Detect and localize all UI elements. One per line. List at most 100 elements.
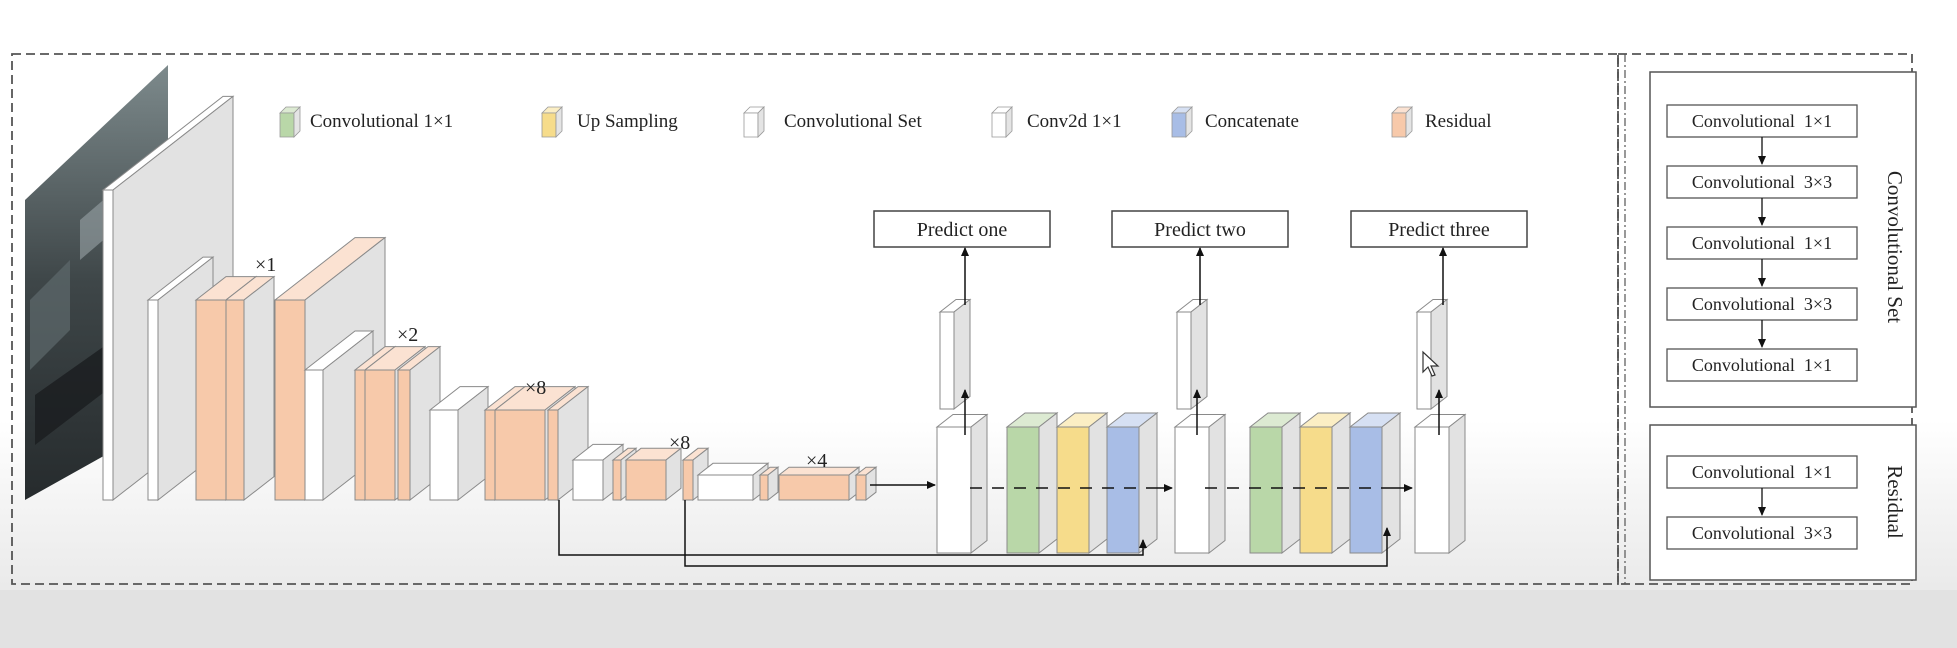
head1-conv1x1-front [1006, 426, 1040, 554]
predict-one-box [873, 210, 1051, 248]
residual-block-x4-a-side [767, 466, 779, 502]
residual-block-x8b-a-front [612, 459, 622, 501]
residual-block-x2-a-front [354, 369, 366, 501]
backbone-conv-5 [696, 462, 770, 502]
predict-two-box [1111, 210, 1289, 248]
residual-block-x4-c [854, 466, 878, 502]
convset-2-front [1174, 426, 1210, 554]
residual-block-x4-c-front [855, 474, 867, 501]
residual-layer-label-1: Convolutional 3×3 [1692, 523, 1832, 543]
multiplier-x8-a: ×8 [525, 377, 546, 399]
convset-layer-box-1 [1666, 165, 1858, 199]
convset-2-side [1208, 413, 1226, 555]
convset-3-front [1414, 426, 1450, 554]
residual-block-x4-c-side [865, 466, 877, 502]
convset-layer-box-4 [1666, 348, 1858, 382]
convset-1-side [970, 413, 988, 555]
backbone-conv-5-front [697, 474, 754, 501]
legend: Convolutional 1×1 Up Sampling Convolutio… [279, 106, 1492, 138]
head2-upsampling [1298, 411, 1352, 555]
conv2d-2-front [1176, 311, 1192, 410]
side-dashed-frame [1617, 53, 1913, 585]
head1-upsampling [1055, 411, 1109, 555]
head1-concatenate-side [1138, 411, 1158, 555]
convset-3-side [1448, 413, 1466, 555]
backbone-conv-2-front [304, 369, 324, 501]
legend-label-conv2d: Conv2d 1×1 [1027, 111, 1122, 132]
residual-block-x8b-b-side [665, 447, 682, 502]
legend-label-concatenate: Concatenate [1205, 111, 1299, 132]
conv2d-2-side [1190, 298, 1208, 411]
backbone-conv-1-front [147, 299, 159, 501]
head2-concatenate-front [1349, 426, 1383, 554]
convset-layer-box-0 [1666, 104, 1858, 138]
residual-block-x4-a-front [759, 474, 769, 501]
predict-three-label: Predict three [1388, 219, 1490, 241]
residual-block-x8b-c-front [682, 459, 694, 501]
head2-conv1x1-front [1249, 426, 1283, 554]
residual-block-x4-a [758, 466, 780, 502]
residual-block-x2-c-front [397, 369, 411, 501]
residual-block-x8b-b-front [625, 459, 667, 501]
backbone-conv-3 [428, 385, 490, 502]
main-dashed-frame [11, 53, 1619, 585]
predict-one-label: Predict one [917, 219, 1008, 241]
prediction-boxes: Predict one Predict two Predict three [873, 210, 1528, 248]
head2-conv1x1 [1248, 411, 1302, 555]
video-bottom-band [0, 590, 1957, 648]
residual-block-x1-a-front [195, 299, 227, 501]
head1-concatenate [1105, 411, 1159, 555]
convset-1 [935, 413, 989, 555]
legend-cube-conv1x1 [279, 106, 301, 138]
convset-layer-label-3: Convolutional 3×3 [1692, 294, 1832, 314]
legend-cube-upsampling [541, 106, 563, 138]
convset-layer-box-2 [1666, 226, 1858, 260]
convset-layer-label-4: Convolutional 1×1 [1692, 355, 1832, 375]
head2-concatenate-side [1381, 411, 1401, 555]
skip-connection-2 [684, 500, 1391, 567]
legend-label-conv1x1: Convolutional 1×1 [310, 111, 453, 132]
multiplier-x1: ×1 [255, 254, 276, 276]
convset-2 [1173, 413, 1227, 555]
legend-cube-residual [1391, 106, 1413, 138]
convset-layer-box-3 [1666, 287, 1858, 321]
head1-upsampling-front [1056, 426, 1090, 554]
legend-label-residual: Residual [1425, 111, 1492, 132]
residual-layer-box-1 [1666, 516, 1858, 550]
legend-cube-convset [743, 106, 765, 138]
head1-concatenate-front [1106, 426, 1140, 554]
residual-layer-box-0 [1666, 455, 1858, 489]
convolutional-set-title: Convolutional Set [1883, 171, 1907, 323]
convset-layer-label-1: Convolutional 3×3 [1692, 172, 1832, 192]
residual-block-x1-b-front [225, 299, 245, 501]
convset-3 [1413, 413, 1467, 555]
predict-two-label: Predict two [1154, 219, 1246, 241]
legend-cube-conv2d [991, 106, 1013, 138]
residual-block-x8a-b-front [494, 409, 546, 501]
head1-upsampling-side [1088, 411, 1108, 555]
multiplier-x4: ×4 [806, 450, 827, 472]
residual-block-x4-b-front [778, 474, 850, 501]
legend-label-convset: Convolutional Set [784, 111, 922, 132]
conv2d-1-front [939, 311, 955, 410]
residual-block-x8a-a-front [484, 409, 496, 501]
mouse-cursor-icon [1422, 350, 1440, 377]
multiplier-x8-b: ×8 [669, 432, 690, 454]
conv2d-2 [1175, 298, 1209, 411]
backbone-conv-4-front [572, 459, 604, 501]
head2-conv1x1-side [1281, 411, 1301, 555]
head2-upsampling-front [1299, 426, 1333, 554]
multiplier-x2: ×2 [397, 324, 418, 346]
head2-upsampling-side [1331, 411, 1351, 555]
legend-label-upsampling: Up Sampling [577, 111, 678, 132]
residual-layer-label-0: Convolutional 1×1 [1692, 462, 1832, 482]
convset-1-front [936, 426, 972, 554]
head1-conv1x1-side [1038, 411, 1058, 555]
backbone-conv-3-front [429, 409, 459, 501]
residual-block-x1-c-front [274, 299, 306, 501]
flow-arrows [558, 247, 1447, 567]
convset-layer-label-0: Convolutional 1×1 [1692, 111, 1832, 131]
residual-block-x1-b-side [243, 275, 275, 502]
convset-layer-label-2: Convolutional 1×1 [1692, 233, 1832, 253]
